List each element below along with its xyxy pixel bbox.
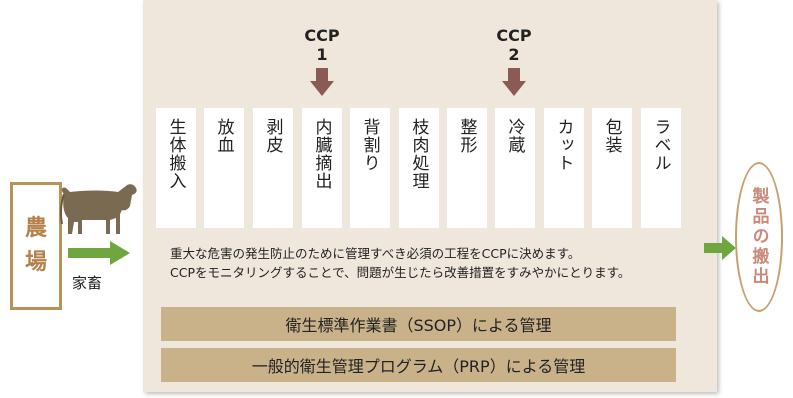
prp-bar: 一般的衛生管理プログラム（PRP）による管理 <box>161 348 676 382</box>
farm-label-2: 場 <box>24 250 47 275</box>
cow-icon <box>59 184 137 234</box>
livestock-label: 家畜 <box>72 274 103 292</box>
ccp-note-line-2: CCPをモニタリングすることで、問題が生じたら改善措置をすみやかにとります。 <box>170 265 631 280</box>
step-splitting: 背割り <box>350 108 390 228</box>
ccp-note: 重大な危害の発生防止のために管理すべき必須の工程をCCPに決めます。 CCPをモ… <box>170 244 710 282</box>
step-label: 生体搬入 <box>165 118 186 190</box>
step-label: 内臓摘出 <box>311 118 332 190</box>
farm-box: 農 場 <box>10 182 62 310</box>
shipment-arrow <box>704 236 736 260</box>
ccp-2-label: CCP 2 <box>489 26 539 64</box>
step-trimming: 整形 <box>447 108 487 228</box>
step-label: 背割り <box>359 118 380 172</box>
product-shipment-oval: 製品の搬出 <box>735 162 783 312</box>
ccp-1-title: CCP <box>304 26 340 45</box>
ccp-note-line-1: 重大な危害の発生防止のために管理すべき必須の工程をCCPに決めます。 <box>170 246 581 261</box>
step-skinning: 剥皮 <box>253 108 293 228</box>
step-packaging: 包装 <box>592 108 632 228</box>
step-label: 放血 <box>213 118 234 154</box>
step-label: 枝肉処理 <box>408 118 429 190</box>
step-label: ラベル <box>650 118 671 172</box>
step-cutting: カット <box>544 108 584 228</box>
ssop-bar: 衛生標準作業書（SSOP）による管理 <box>161 307 676 341</box>
step-bleeding: 放血 <box>204 108 244 228</box>
ccp-2-number: 2 <box>508 45 520 64</box>
step-evisceration: 内臓摘出 <box>302 108 342 228</box>
step-labeling: ラベル <box>641 108 681 228</box>
step-live-intake: 生体搬入 <box>156 108 196 228</box>
ccp-2-title: CCP <box>496 26 532 45</box>
ccp-1-arrow <box>310 68 334 96</box>
livestock-arrow <box>68 241 130 265</box>
ccp-1-number: 1 <box>316 45 328 64</box>
step-label: 整形 <box>456 118 477 154</box>
step-chilling: 冷蔵 <box>495 108 535 228</box>
step-label: カット <box>553 118 574 172</box>
product-shipment-label: 製品の搬出 <box>748 187 769 287</box>
step-label: 包装 <box>601 118 622 154</box>
ccp-1-label: CCP 1 <box>297 26 347 64</box>
step-carcass-processing: 枝肉処理 <box>399 108 439 228</box>
farm-label-1: 農 <box>24 216 47 241</box>
step-label: 冷蔵 <box>504 118 525 154</box>
ccp-2-arrow <box>502 68 526 96</box>
step-label: 剥皮 <box>262 118 283 154</box>
